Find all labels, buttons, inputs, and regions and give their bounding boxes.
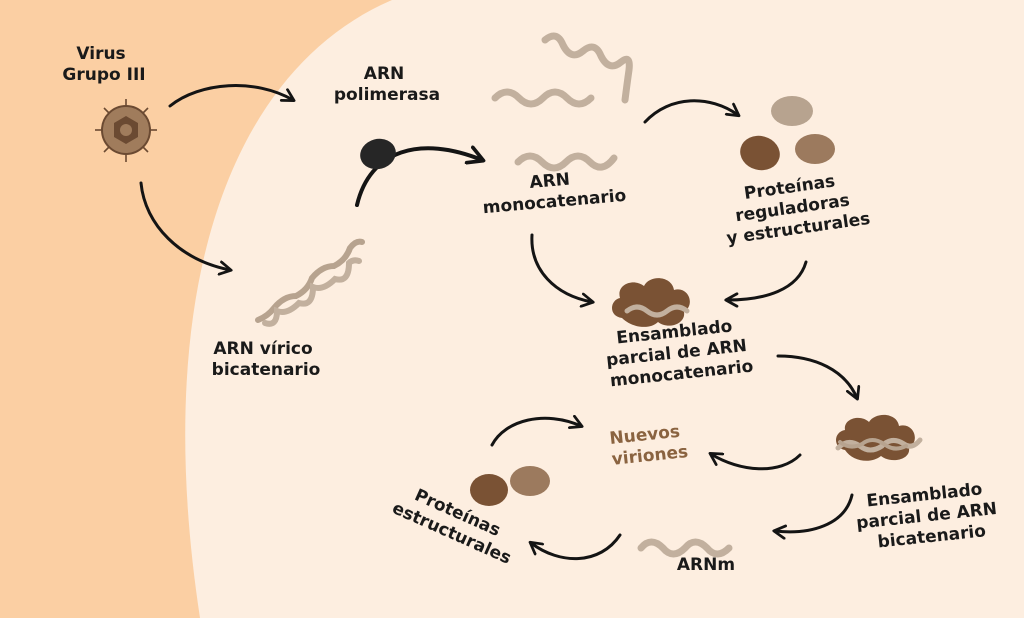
arrow-mrna-to-proteins [531,533,622,561]
protein-icon [771,96,813,126]
proteins-regulatory-group [740,96,835,171]
label-ensamblado-mono: Ensamblado parcial de ARN monocatenario [603,315,756,392]
arrow-proteins-to-assembly [727,260,808,300]
mrna-icon [637,538,733,558]
arrow-bi-assembly-to-virions [711,454,802,471]
label-nuevos-viriones: Nuevos viriones [609,421,690,470]
single-strand-rna-icon [514,152,618,172]
proteins-structural-group [470,466,550,506]
arrows [139,84,857,561]
arrow-virus-to-polymerase [168,84,293,108]
arrow-bi-assembly-to-mrna [775,493,854,532]
label-virus: Virus Grupo III [62,44,145,85]
label-arnm: ARNm [677,555,735,575]
protein-icon [740,135,780,171]
assembly-bi-icon [835,414,923,461]
arrow-virus-to-dsrna [139,181,230,270]
label-arn-virico: ARN vírico bicatenario [212,339,321,380]
assembly-mono-icon [612,278,690,327]
single-strand-rna-icon [541,32,633,104]
double-strand-rna-icon [255,238,365,327]
protein-icon [795,134,835,164]
label-arn-polimerasa: ARN polimerasa [334,64,440,105]
arrow-ssrna-to-proteins [643,99,738,124]
arrow-polymerase-main [355,148,482,207]
single-strand-rna-icon [491,88,595,108]
arrow-mono-to-bi-assembly [776,354,857,398]
arrow-ssrna-to-assembly [530,233,592,302]
arrow-proteins-to-virions [490,418,581,447]
single-strand-rna-group [491,32,633,172]
virus-icon [95,99,157,162]
polymerase-icon [360,138,396,170]
protein-icon [510,466,550,496]
protein-icon [470,474,508,506]
